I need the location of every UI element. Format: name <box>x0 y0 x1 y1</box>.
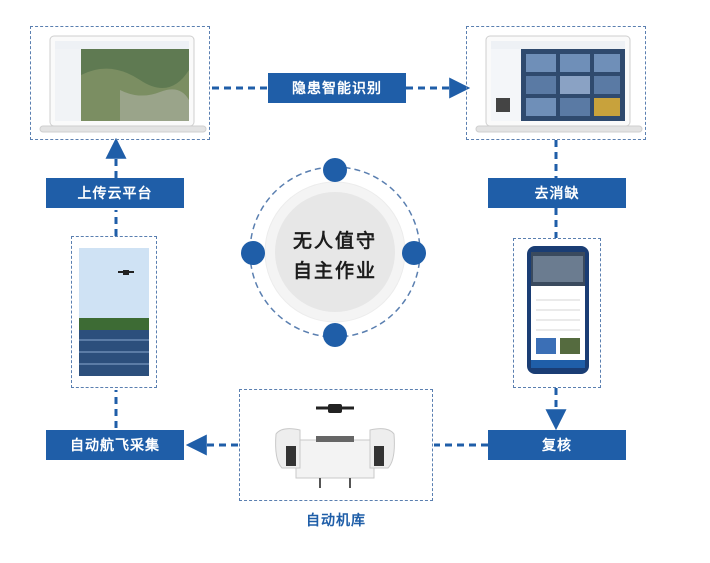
label-fly: 自动航飞采集 <box>46 430 184 460</box>
drone-photo-icon <box>79 248 149 376</box>
laptop-solar-icon <box>475 35 643 133</box>
label-review: 复核 <box>488 430 626 460</box>
hub-dot-bottom <box>323 323 347 347</box>
frame-laptop-right <box>466 26 646 140</box>
frame-drone-photo <box>71 236 157 388</box>
hub-dot-left <box>241 241 265 265</box>
label-eliminate: 去消缺 <box>488 178 626 208</box>
hub-title-line1: 无人值守 <box>292 230 377 252</box>
label-upload: 上传云平台 <box>46 178 184 208</box>
hub-inner <box>275 192 395 312</box>
label-identify: 隐患智能识别 <box>268 73 406 103</box>
hub-dot-right <box>402 241 426 265</box>
caption-dock: 自动机库 <box>306 513 366 529</box>
phone-icon <box>527 246 589 374</box>
frame-dock <box>239 389 433 501</box>
dock-icon <box>275 404 395 488</box>
frame-laptop-left <box>30 26 210 140</box>
hub-title-line2: 自主作业 <box>292 260 377 282</box>
hub-dot-top <box>323 158 347 182</box>
frame-phone <box>513 238 601 388</box>
laptop-map-icon <box>39 35 207 133</box>
